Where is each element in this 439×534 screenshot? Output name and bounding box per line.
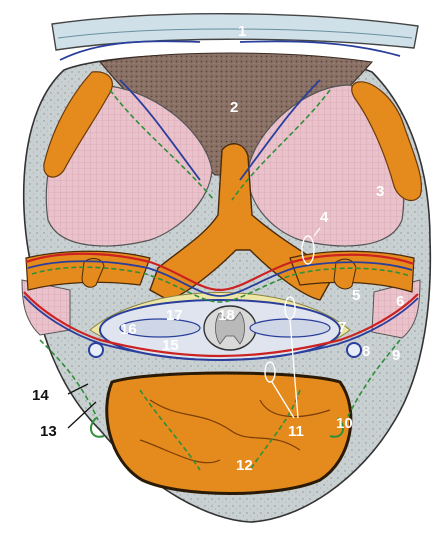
vessel-ring-left: [89, 343, 103, 357]
label-18: 18: [218, 307, 235, 324]
label-8: 8: [362, 343, 370, 360]
label-2: 2: [230, 99, 238, 116]
label-15: 15: [162, 337, 179, 354]
vessel-ring-right: [347, 343, 361, 357]
label-14: 14: [32, 387, 49, 404]
label-12: 12: [236, 457, 253, 474]
label-16: 16: [120, 321, 137, 338]
label-4: 4: [320, 209, 329, 226]
label-7: 7: [338, 319, 346, 336]
label-1: 1: [238, 23, 246, 40]
label-10: 10: [336, 415, 353, 432]
bone-facet-right: [334, 259, 356, 289]
label-9: 9: [392, 347, 400, 364]
label-13: 13: [40, 423, 57, 440]
label-11: 11: [288, 423, 304, 440]
label-5: 5: [352, 287, 360, 304]
label-3: 3: [376, 183, 384, 200]
label-6: 6: [396, 293, 404, 310]
vertebral-body: [107, 373, 351, 494]
label-17: 17: [166, 307, 183, 324]
